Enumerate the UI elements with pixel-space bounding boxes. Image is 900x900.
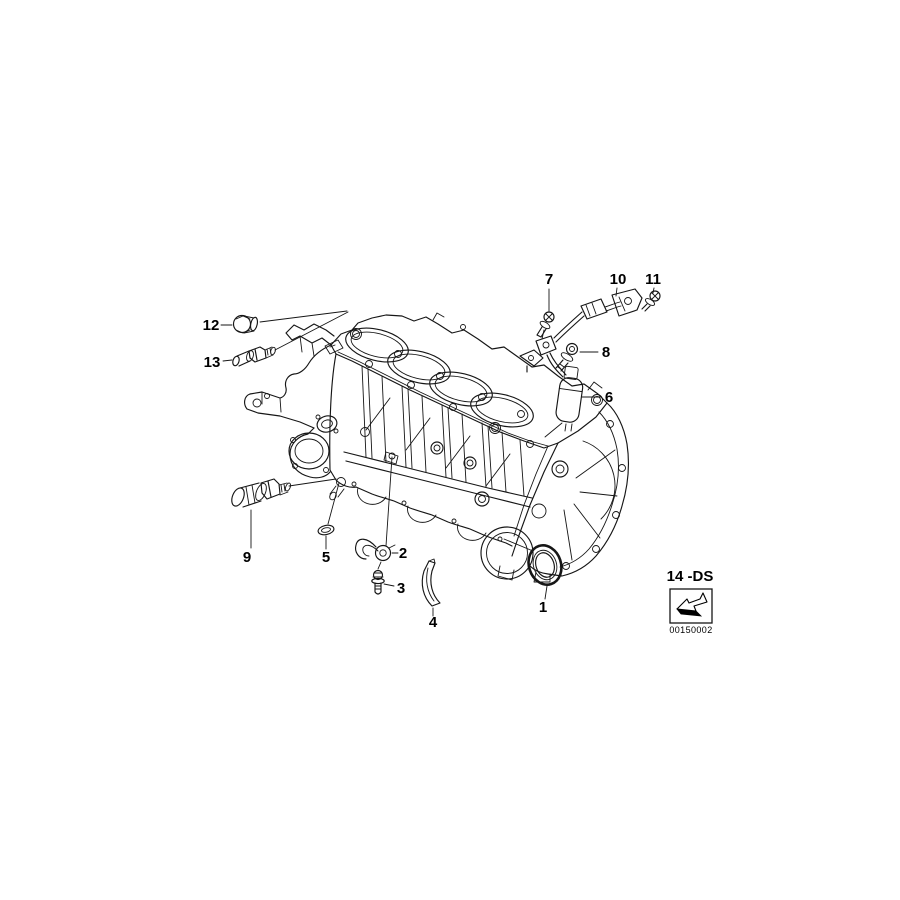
part-drawing-8	[555, 342, 579, 372]
part-drawing-13	[232, 346, 276, 367]
callout-label-1: 1	[539, 599, 547, 616]
bent-arrow-icon	[676, 592, 708, 617]
callout-label-8: 8	[602, 344, 610, 361]
callout-label-10: 10	[610, 271, 627, 288]
callout-label-5: 5	[322, 549, 330, 566]
cylinder-bores	[345, 327, 534, 428]
part-drawing-3	[371, 569, 385, 595]
callout-label-2: 2	[399, 545, 407, 562]
part-drawing-6	[555, 365, 584, 432]
callout-label-13: 13	[204, 354, 221, 371]
part-drawing-7	[536, 311, 555, 338]
callout-labels: 1 2 3 4 5 6 7 8 9 10 11 12 13	[203, 271, 661, 631]
leader-lines	[220, 287, 655, 617]
part-drawing-5	[317, 524, 335, 536]
head-bolt-holes	[350, 328, 534, 448]
part-drawing-2	[354, 538, 396, 562]
legend: 14 -DS 00150002	[667, 568, 714, 635]
part-drawing-10	[611, 288, 643, 317]
legend-section-label: 14 -DS	[667, 568, 714, 585]
callout-label-11: 11	[645, 271, 661, 288]
callout-label-4: 4	[429, 614, 438, 631]
part-drawing-11	[641, 290, 661, 312]
part-drawing-12	[232, 314, 259, 334]
front-face-ribs	[361, 365, 525, 497]
callout-label-9: 9	[243, 549, 251, 566]
callout-label-7: 7	[545, 271, 553, 288]
part-drawing-4	[421, 558, 441, 607]
callout-label-6: 6	[605, 389, 613, 406]
part-drawing-9	[231, 478, 292, 508]
engine-block-drawing	[244, 312, 629, 583]
legend-code: 00150002	[669, 625, 712, 635]
part-drawing-1	[527, 544, 563, 586]
callout-label-12: 12	[203, 317, 220, 334]
callout-label-3: 3	[397, 580, 405, 597]
